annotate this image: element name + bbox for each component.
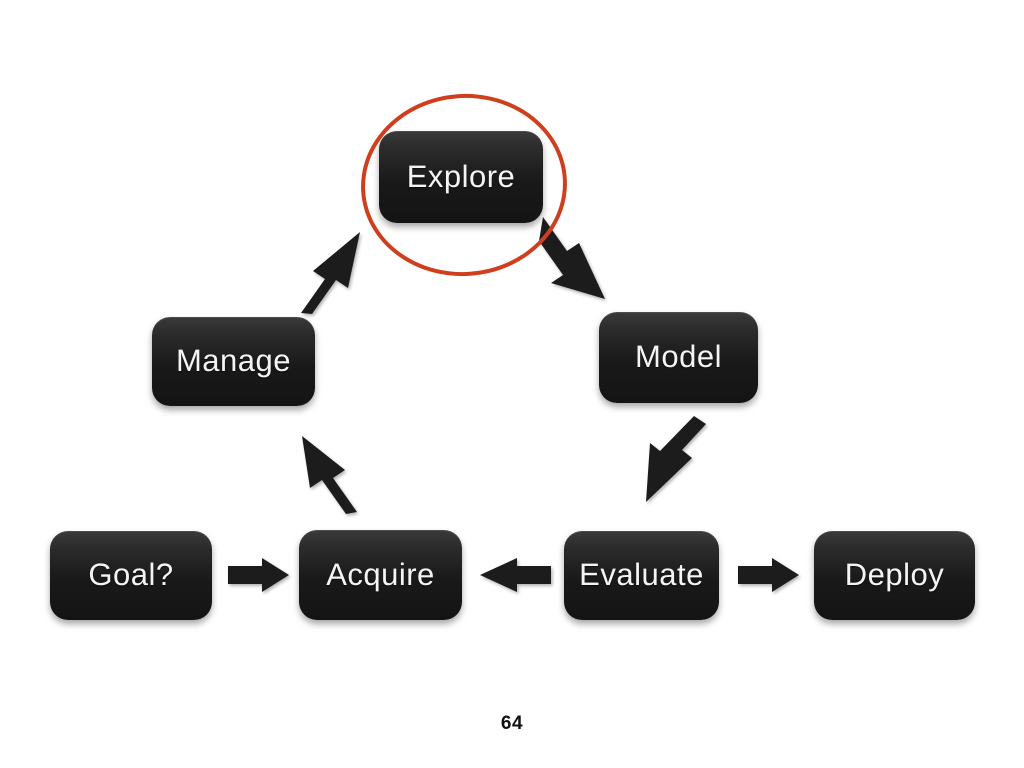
node-deploy-label: Deploy — [844, 557, 945, 592]
node-model[interactable]: Model — [599, 312, 758, 403]
node-goal[interactable]: Goal? — [50, 531, 212, 620]
arrow-evaluate-to-acquire — [480, 558, 551, 592]
page-number: 64 — [500, 713, 524, 734]
node-acquire[interactable]: Acquire — [299, 530, 462, 620]
arrow-model-to-evaluate — [646, 416, 706, 502]
arrow-goal-to-acquire — [228, 558, 289, 592]
node-acquire-label: Acquire — [326, 556, 435, 592]
arrow-acquire-to-manage — [302, 436, 357, 514]
arrow-explore-to-model — [539, 217, 605, 299]
node-evaluate[interactable]: Evaluate — [564, 531, 719, 620]
node-manage-label: Manage — [175, 343, 292, 378]
arrow-evaluate-to-deploy — [738, 558, 799, 592]
node-evaluate-label: Evaluate — [579, 557, 704, 592]
node-explore[interactable]: Explore — [379, 131, 543, 223]
arrow-manage-to-explore — [301, 232, 360, 314]
node-manage[interactable]: Manage — [152, 317, 315, 406]
node-model-label: Model — [635, 339, 722, 374]
node-explore-label: Explore — [406, 158, 516, 194]
node-goal-label: Goal? — [88, 557, 174, 592]
node-deploy[interactable]: Deploy — [814, 531, 975, 620]
